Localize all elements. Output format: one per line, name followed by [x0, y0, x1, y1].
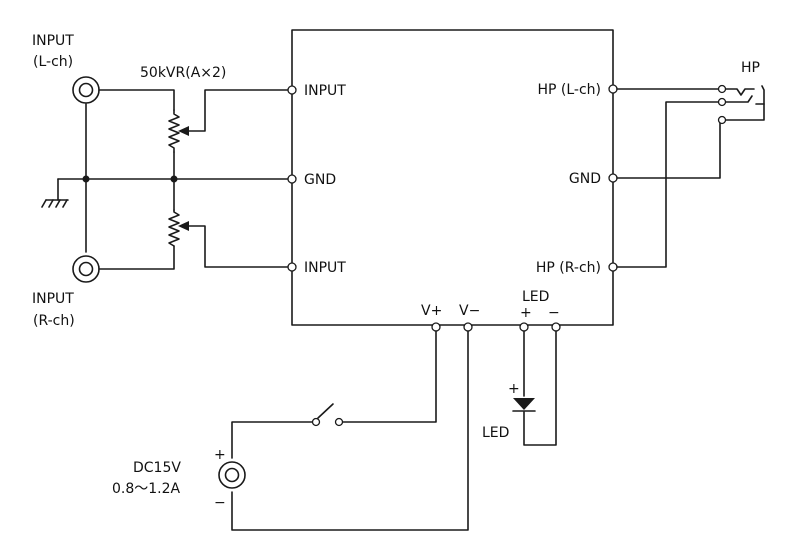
pin-v-plus	[431, 322, 441, 332]
dc-voltage-label: DC15V	[133, 460, 181, 476]
input-l-label: INPUT	[32, 33, 74, 49]
power-wiring	[231, 330, 469, 531]
led-header-label: LED	[522, 289, 549, 305]
potentiometer-label: 50kVR(A×2)	[140, 65, 226, 81]
pot-l-wiper-arrow	[178, 126, 189, 136]
pin-gnd-left-label: GND	[304, 172, 336, 188]
dc-current-label: 0.8～1.2A	[112, 481, 181, 497]
ground-symbol	[41, 199, 69, 208]
dc-input-jack	[218, 461, 246, 489]
led-label: LED	[482, 425, 509, 441]
pin-input-r	[287, 262, 297, 272]
led-diode	[512, 398, 536, 412]
input-l-jack	[72, 76, 100, 104]
pin-gnd-right	[608, 173, 618, 183]
potentiometer-l	[168, 109, 189, 153]
led-anode-plus-label: +	[508, 381, 520, 397]
led-wiring	[523, 330, 557, 446]
pin-input-top-label: INPUT	[304, 83, 346, 99]
power-switch	[311, 403, 344, 427]
dc-minus-label: −	[214, 495, 226, 511]
headphone-jack	[717, 84, 765, 125]
signal-wiring	[98, 89, 289, 270]
v-minus-label: V−	[459, 303, 480, 319]
potentiometer-r	[168, 209, 189, 247]
input-l-channel-label: (L-ch)	[33, 54, 73, 70]
amplifier-board	[291, 29, 614, 326]
pin-gnd-left	[287, 174, 297, 184]
led-minus-label: −	[548, 305, 560, 321]
input-r-channel-label: (R-ch)	[33, 313, 75, 329]
led-plus-label: +	[520, 305, 532, 321]
pin-hp-l-label: HP (L-ch)	[537, 82, 601, 98]
input-r-label: INPUT	[32, 291, 74, 307]
headphone-label: HP	[741, 60, 760, 76]
dc-plus-label: +	[214, 447, 226, 463]
pin-led-plus	[519, 322, 529, 332]
headphone-wiring	[616, 88, 723, 268]
pin-hp-r	[608, 262, 618, 272]
pin-hp-l	[608, 84, 618, 94]
pin-gnd-right-label: GND	[569, 171, 601, 187]
pin-v-minus	[463, 322, 473, 332]
junction-dot	[82, 175, 90, 183]
pot-r-wiper-arrow	[178, 221, 189, 231]
pin-input-bottom-label: INPUT	[304, 260, 346, 276]
junction-dot	[170, 175, 178, 183]
pin-hp-r-label: HP (R-ch)	[536, 260, 601, 276]
v-plus-label: V+	[421, 303, 442, 319]
pin-led-minus	[551, 322, 561, 332]
input-r-jack	[72, 255, 100, 283]
pin-input-l	[287, 85, 297, 95]
